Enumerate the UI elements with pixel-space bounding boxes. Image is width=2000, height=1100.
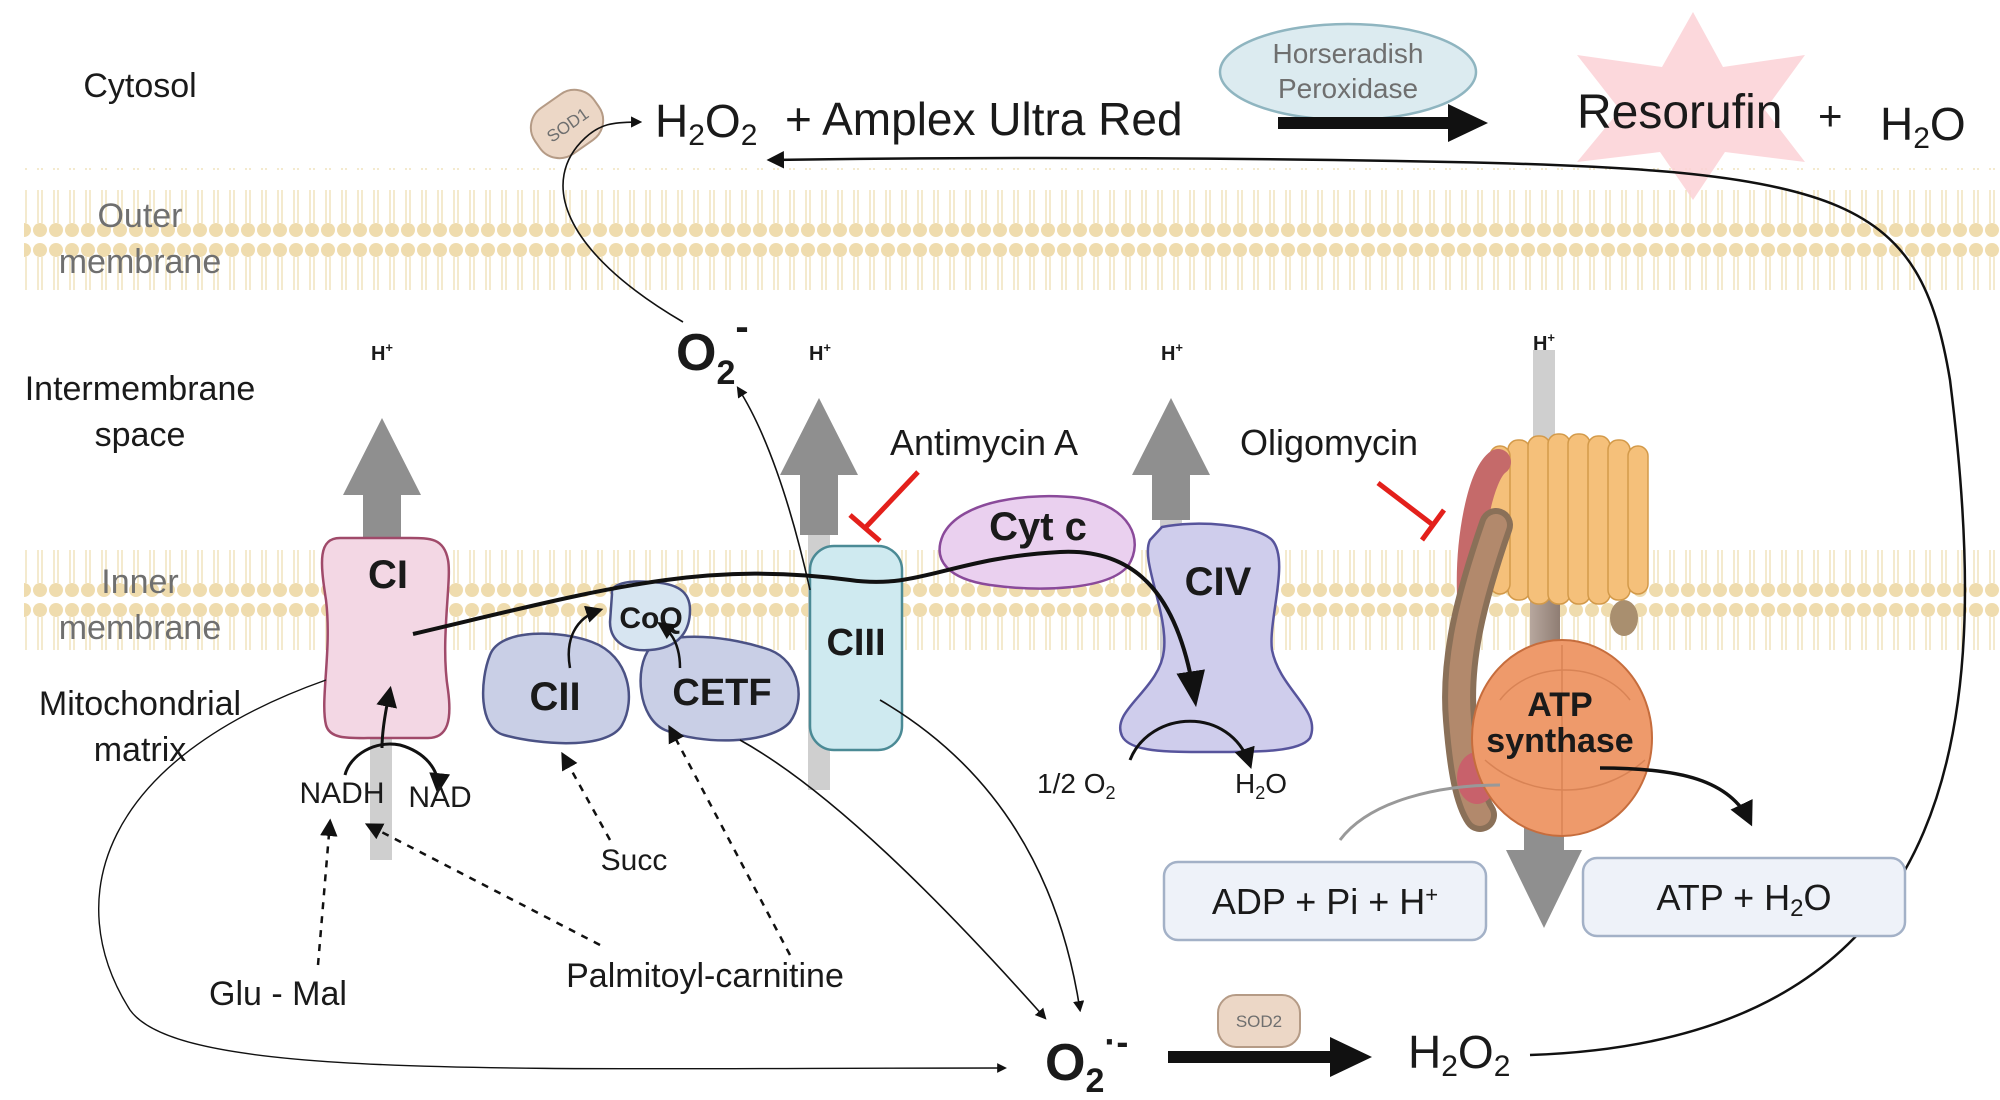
- intermembrane-label-2: space: [95, 416, 186, 454]
- civ-h2o-label: H2O: [1235, 768, 1287, 803]
- complex-ii: [481, 632, 631, 745]
- sod2-label: SOD2: [1236, 1012, 1282, 1031]
- ciii-proton-arrow: [780, 398, 858, 535]
- civ-label: CIV: [1185, 560, 1252, 604]
- matrix-label-2: matrix: [94, 731, 187, 769]
- outer-membrane: [24, 168, 2000, 298]
- sod1-enzyme: SOD1: [529, 88, 605, 160]
- complex-i: [320, 536, 451, 740]
- complex-iii: [808, 544, 904, 752]
- succ-to-cii-arrow: [561, 751, 612, 841]
- oligomycin-inhibitor-line: [1376, 481, 1435, 527]
- ci-to-bottom-o2-arrow: [98, 679, 1007, 1073]
- atp-synthase-label-2: synthase: [1486, 722, 1633, 760]
- h-plus-ciii: H+: [809, 340, 831, 365]
- civ-proton-arrow: [1132, 398, 1210, 520]
- amplex-reagent: + Amplex Ultra Red: [785, 93, 1183, 145]
- outer-membrane-label: Outer: [97, 197, 182, 235]
- atp-synthase: [1442, 433, 1653, 837]
- hrp-arrowhead: [1448, 104, 1488, 142]
- nad-label: NAD: [408, 781, 471, 814]
- antimycin-inhibitor-bar: [848, 513, 882, 543]
- sod2-arrowhead: [1330, 1037, 1372, 1077]
- h2o2-bottom: H2O2: [1408, 1026, 1510, 1083]
- h2o-product: H2O: [1880, 98, 1966, 155]
- palmitoyl-to-cetf-arrow: [668, 724, 792, 956]
- glu-mal-label: Glu - Mal: [209, 975, 347, 1013]
- o2-to-h2o2-arrow: [562, 116, 684, 323]
- h-plus-ci: H+: [371, 340, 393, 365]
- nadh-into-ci-arrow: [376, 685, 397, 749]
- inner-membrane-label-2: membrane: [59, 609, 222, 647]
- plus-sign: +: [1818, 92, 1843, 139]
- antimycin-inhibitor-line: [863, 470, 920, 530]
- nadh-label: NADH: [299, 777, 384, 810]
- ci-proton-arrow: [343, 418, 421, 540]
- ci-label: CI: [368, 553, 408, 597]
- adp-to-atp-curve: [1338, 783, 1501, 841]
- oligomycin-label: Oligomycin: [1240, 422, 1418, 463]
- nadh-arc-arrow: [343, 742, 451, 795]
- ciii-label: CIII: [826, 622, 885, 664]
- cetf-to-coq-arrow: [657, 622, 682, 669]
- cii-label: CII: [529, 675, 580, 719]
- cetf-to-bottom-o2-arrow: [739, 739, 1047, 1020]
- resorufin-label: Resorufin: [1577, 86, 1782, 139]
- cytc-label: Cyt c: [989, 505, 1087, 549]
- adp-box-label: ADP + Pi + H+: [1212, 881, 1438, 922]
- cii-to-coq-arrow: [567, 605, 604, 669]
- palmitoyl-label: Palmitoyl-carnitine: [566, 957, 844, 995]
- superoxide-bottom: O2·-: [1045, 1021, 1128, 1100]
- glu-mal-to-nadh-arrow: [316, 818, 338, 966]
- hrp-label-1: Horseradish: [1273, 38, 1424, 69]
- complex-iv: [1118, 522, 1314, 754]
- o2-to-water-arrow: [1128, 719, 1255, 769]
- cytosol-label: Cytosol: [83, 67, 196, 105]
- antimycin-label: Antimycin A: [890, 422, 1078, 463]
- sod2-enzyme: [1217, 994, 1301, 1048]
- h2o2-top: H2O2: [655, 95, 757, 152]
- palmitoyl-to-nadh-arrow: [364, 823, 601, 947]
- atp-box: [1581, 856, 1907, 938]
- succ-label: Succ: [601, 844, 668, 877]
- half-o2-label: 1/2 O2: [1037, 768, 1116, 803]
- coq-label: CoQ: [619, 602, 682, 635]
- superoxide-top: O2-: [676, 305, 749, 392]
- cetf-label: CETF: [672, 672, 771, 714]
- ciii-to-bottom-o2-arrow: [879, 699, 1085, 1013]
- resorufin-star: [1577, 12, 1805, 200]
- atp-product-arrow: [1599, 766, 1753, 827]
- adp-box: [1162, 860, 1488, 942]
- electron-path: [412, 549, 1205, 708]
- outer-membrane-label-2: membrane: [59, 243, 222, 281]
- oligomycin-inhibitor-bar: [1419, 508, 1447, 542]
- hrp-label-2: Peroxidase: [1278, 73, 1418, 104]
- atp-box-label: ATP + H2O: [1656, 877, 1831, 922]
- inner-membrane-label: Inner: [101, 563, 179, 601]
- ciii-to-top-o2-arrow: [736, 386, 811, 591]
- atp-synthase-label-1: ATP: [1527, 686, 1592, 724]
- intermembrane-label: Intermembrane: [25, 370, 256, 408]
- matrix-label: Mitochondrial: [39, 685, 241, 723]
- h-plus-civ: H+: [1161, 340, 1183, 365]
